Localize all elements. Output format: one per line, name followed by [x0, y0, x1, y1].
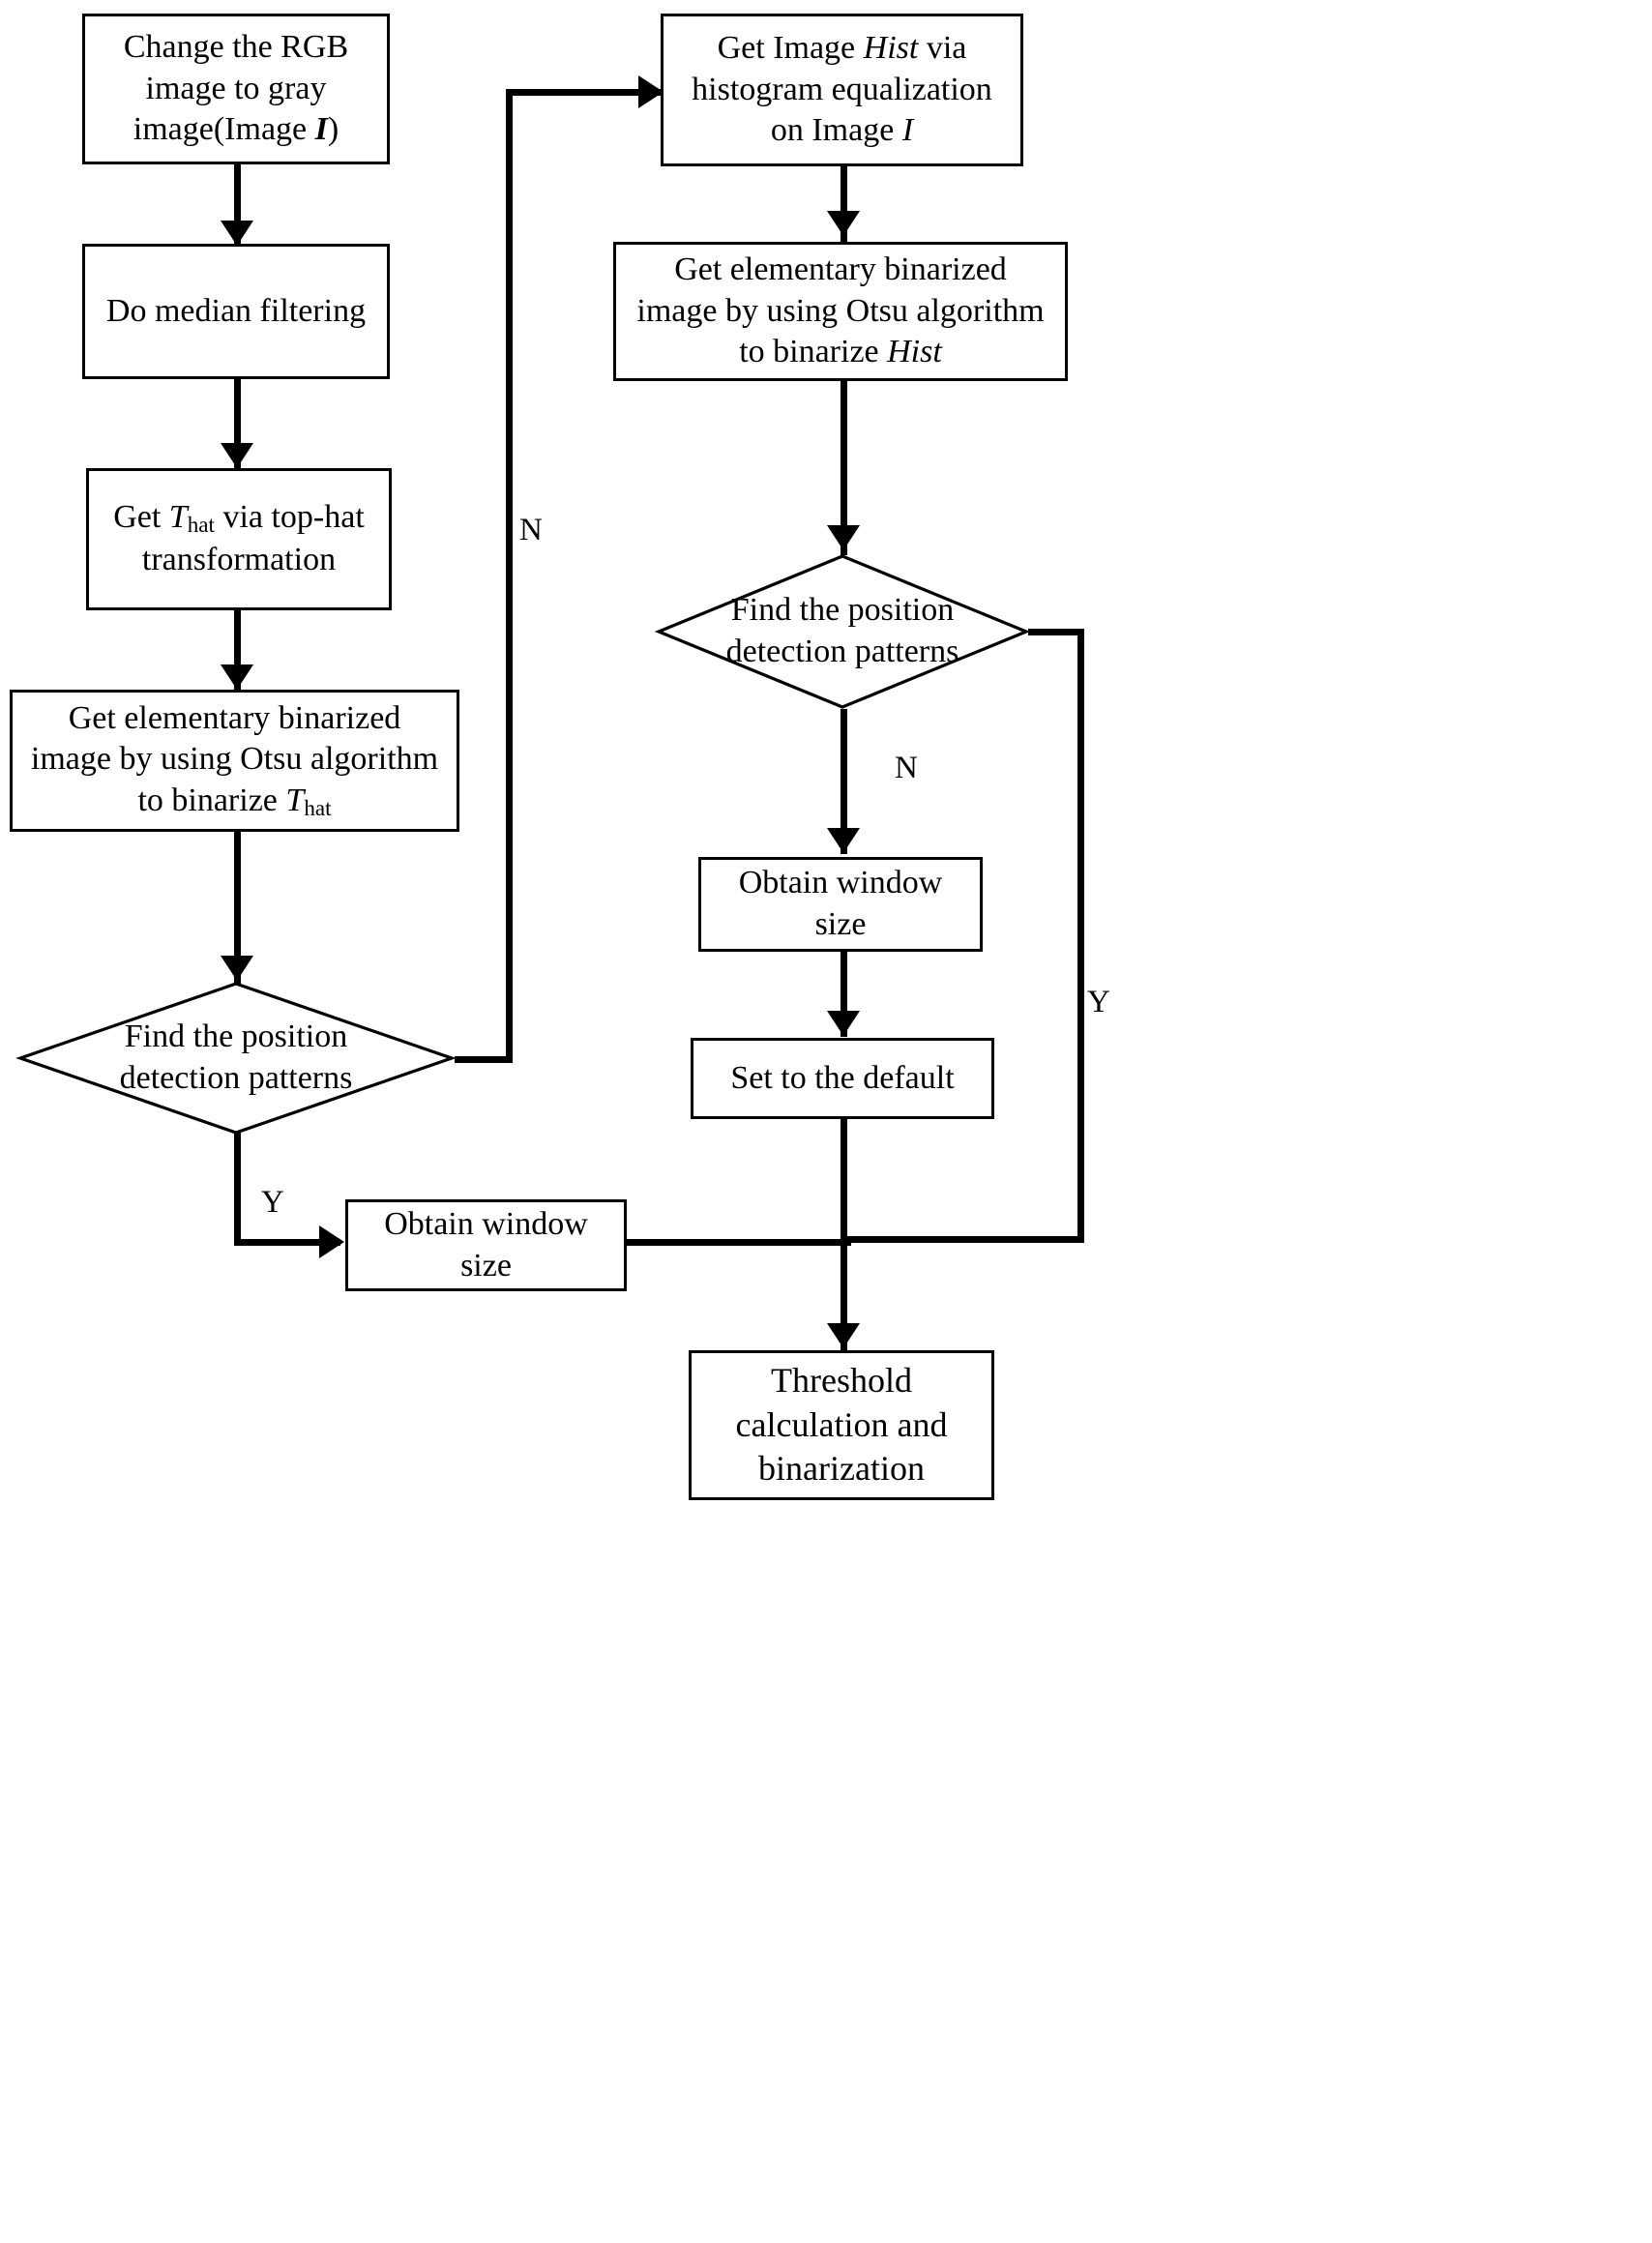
node-median-filtering-label: Do median filtering: [105, 292, 367, 329]
symbol-hist: Hist: [887, 334, 942, 370]
node-find-position-patterns-left[interactable]: Find the position detection patterns: [15, 981, 457, 1136]
line-3-pre: image(Image: [133, 111, 315, 148]
connector-right-y-to-trunk: [841, 1236, 1084, 1243]
line-3-pre: on Image: [770, 112, 902, 149]
edge-label-right-yes: Y: [1087, 985, 1110, 1019]
symbol-hist: Hist: [863, 29, 919, 66]
edge-label-left-no: N: [519, 513, 543, 547]
diamond-shape-right: [654, 554, 1031, 709]
node-otsu-binarize-that[interactable]: Get elementary binarized image by using …: [10, 690, 459, 832]
node-obtain-window-size-left-label: Obtain window size: [358, 1204, 614, 1287]
symbol-t: T: [168, 498, 188, 535]
node-find-position-patterns-right[interactable]: Find the position detection patterns: [654, 553, 1031, 710]
node-otsu-binarize-hist[interactable]: Get elementary binarized image by using …: [613, 242, 1068, 381]
node-otsu-binarize-hist-label: Get elementary binarized image by using …: [626, 250, 1055, 373]
node-otsu-binarize-that-label: Get elementary binarized image by using …: [22, 698, 447, 824]
arrowhead-otsu-right-to-find: [827, 525, 860, 550]
connector-right-y-horizontal: [1028, 629, 1084, 635]
node-median-filtering[interactable]: Do median filtering: [82, 244, 390, 379]
symbol-image-i: I: [901, 112, 914, 149]
line-2: image to gray: [145, 70, 327, 106]
line-1-post: via: [918, 29, 967, 66]
arrowhead-right-n-to-window: [827, 828, 860, 853]
connector-left-n-horizontal: [455, 1056, 513, 1063]
connector-otsu-right-to-find: [841, 381, 847, 555]
line-1: Obtain window: [384, 1205, 588, 1242]
node-histogram-equalization[interactable]: Get Image Hist via histogram equalizatio…: [661, 14, 1023, 166]
connector-left-y-vertical: [234, 1132, 241, 1243]
connector-default-to-threshold: [841, 1119, 847, 1351]
line-1-post: via top-hat: [214, 498, 365, 535]
arrowhead-otsu-to-find-left: [221, 956, 253, 981]
connector-median-to-tophat: [234, 379, 241, 468]
node-set-to-default[interactable]: Set to the default: [691, 1038, 994, 1119]
node-threshold-calculation-label: Threshold calculation and binarization: [701, 1359, 982, 1490]
connector-left-n-to-hist: [506, 89, 661, 96]
arrowhead-left-n-to-hist: [638, 75, 664, 108]
line-1: Threshold: [771, 1361, 912, 1401]
line-2: transformation: [141, 542, 337, 578]
connector-window-left-to-trunk: [627, 1239, 851, 1246]
arrowhead-window-right-to-default: [827, 1011, 860, 1036]
connector-hist-to-otsu: [841, 166, 847, 242]
subscript-hat: hat: [304, 796, 332, 822]
node-obtain-window-size-left[interactable]: Obtain window size: [345, 1199, 627, 1291]
line-1: Change the RGB: [123, 28, 349, 65]
node-rgb-to-gray[interactable]: Change the RGB image to gray image(Image…: [82, 14, 390, 164]
line-2: histogram equalization: [692, 71, 992, 107]
line-1-pre: Get: [113, 498, 169, 535]
connector-right-n-vertical: [841, 709, 847, 854]
line-2: image by using Otsu algorithm: [30, 741, 439, 778]
edge-label-left-yes: Y: [261, 1185, 284, 1220]
subscript-hat: hat: [187, 513, 215, 539]
node-obtain-window-size-right-label: Obtain window size: [711, 863, 970, 946]
node-histogram-equalization-label: Get Image Hist via histogram equalizatio…: [673, 28, 1011, 152]
arrowhead-trunk-to-threshold: [827, 1323, 860, 1348]
connector-window-right-to-default: [841, 952, 847, 1037]
line-3-pre: to binarize: [739, 334, 888, 370]
line-2: image by using Otsu algorithm: [636, 292, 1045, 329]
line-2: size: [460, 1247, 512, 1284]
line-1: Get elementary binarized: [674, 251, 1007, 287]
edge-label-right-no: N: [895, 751, 918, 785]
line-3-pre: to binarize: [137, 782, 286, 819]
line-1: Obtain window: [738, 865, 943, 901]
diamond-shape-left: [15, 982, 457, 1135]
arrowhead-left-y-to-window: [319, 1225, 344, 1258]
connector-left-y-horizontal: [234, 1239, 340, 1246]
node-threshold-calculation[interactable]: Threshold calculation and binarization: [689, 1350, 994, 1500]
line-3: binarization: [758, 1449, 925, 1489]
connector-left-n-vertical: [506, 89, 513, 1060]
arrowhead-median-to-tophat: [221, 443, 253, 468]
node-obtain-window-size-right[interactable]: Obtain window size: [698, 857, 983, 952]
line-2: calculation and: [735, 1404, 948, 1444]
symbol-t: T: [285, 782, 305, 819]
node-set-to-default-label: Set to the default: [730, 1059, 955, 1096]
line-1-pre: Get Image: [717, 29, 864, 66]
connector-gray-to-median: [234, 164, 241, 247]
line-1: Get elementary binarized: [68, 699, 401, 736]
arrowhead-tophat-to-otsu: [221, 664, 253, 690]
arrowhead-hist-to-otsu: [827, 211, 860, 236]
node-tophat-transformation-label: Get That via top-hat transformation: [99, 497, 379, 581]
arrowhead-gray-to-median: [221, 221, 253, 246]
connector-tophat-to-otsu: [234, 610, 241, 692]
line-2: size: [814, 906, 867, 942]
node-rgb-to-gray-label: Change the RGB image to gray image(Image…: [95, 27, 377, 151]
line-3-post: ): [327, 111, 339, 148]
symbol-image-i: I: [314, 111, 328, 148]
connector-otsu-to-find-left: [234, 832, 241, 987]
node-tophat-transformation[interactable]: Get That via top-hat transformation: [86, 468, 392, 610]
connector-right-y-vertical: [1077, 629, 1084, 1242]
